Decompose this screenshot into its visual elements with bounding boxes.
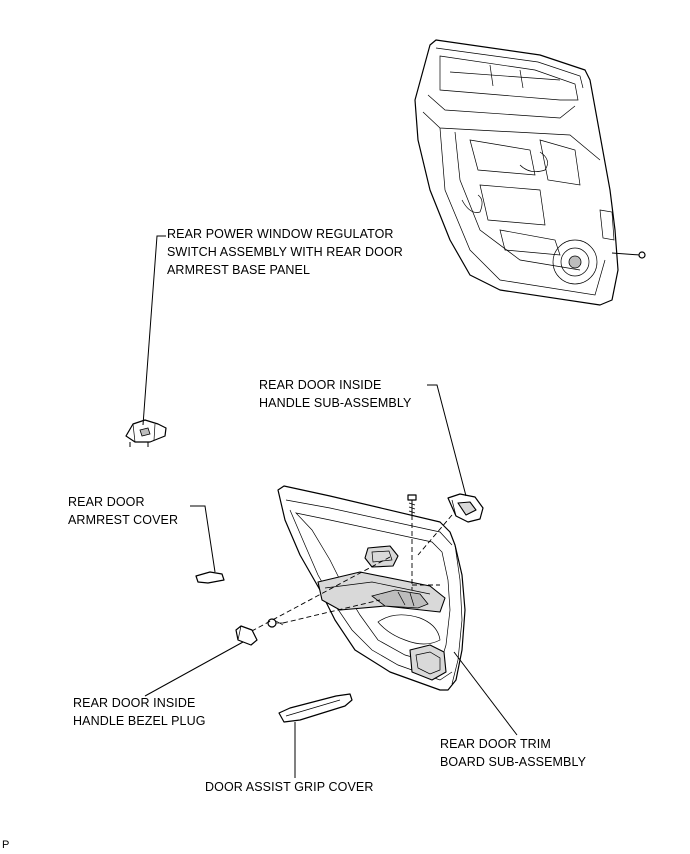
label-bezel-plug-line-2: HANDLE BEZEL PLUG (73, 714, 206, 728)
rear-door-frame (414, 39, 646, 306)
trim-board-leader (453, 651, 518, 736)
corner-mark: P (2, 839, 10, 851)
inside-handle-part (447, 493, 484, 523)
label-regulator-switch: REAR POWER WINDOW REGULATOR SWITCH ASSEM… (167, 225, 403, 279)
armrest-cover-leader (190, 505, 216, 573)
label-inside-handle: REAR DOOR INSIDE HANDLE SUB-ASSEMBLY (259, 376, 411, 412)
screw-left (267, 618, 284, 628)
screw-top (407, 494, 417, 515)
label-trim-board: REAR DOOR TRIM BOARD SUB-ASSEMBLY (440, 735, 586, 771)
assist-grip-part (278, 693, 353, 723)
bezel-plug-part (235, 625, 258, 646)
label-armrest-cover-line-1: REAR DOOR (68, 495, 145, 509)
label-bezel-plug: REAR DOOR INSIDE HANDLE BEZEL PLUG (73, 694, 206, 730)
label-regulator-switch-line-2: SWITCH ASSEMBLY WITH REAR DOOR (167, 245, 403, 259)
trim-board-part (277, 485, 466, 691)
label-bezel-plug-line-1: REAR DOOR INSIDE (73, 696, 196, 710)
label-assist-grip: DOOR ASSIST GRIP COVER (205, 778, 373, 796)
regulator-switch-leader (142, 235, 166, 426)
inside-handle-leader (427, 384, 467, 497)
label-trim-board-line-1: REAR DOOR TRIM (440, 737, 551, 751)
label-regulator-switch-line-3: ARMREST BASE PANEL (167, 263, 311, 277)
label-armrest-cover-line-2: ARMREST COVER (68, 513, 179, 527)
label-armrest-cover: REAR DOOR ARMREST COVER (68, 493, 178, 529)
regulator-switch-part (125, 419, 167, 447)
label-assist-grip-line-1: DOOR ASSIST GRIP COVER (205, 780, 374, 794)
label-trim-board-line-2: BOARD SUB-ASSEMBLY (440, 755, 587, 769)
assembly-dashed-lines (249, 514, 453, 633)
label-inside-handle-line-2: HANDLE SUB-ASSEMBLY (259, 396, 412, 410)
bezel-plug-leader (144, 641, 244, 697)
label-regulator-switch-line-1: REAR POWER WINDOW REGULATOR (167, 227, 394, 241)
armrest-cover-part (195, 571, 225, 584)
label-inside-handle-line-1: REAR DOOR INSIDE (259, 378, 382, 392)
